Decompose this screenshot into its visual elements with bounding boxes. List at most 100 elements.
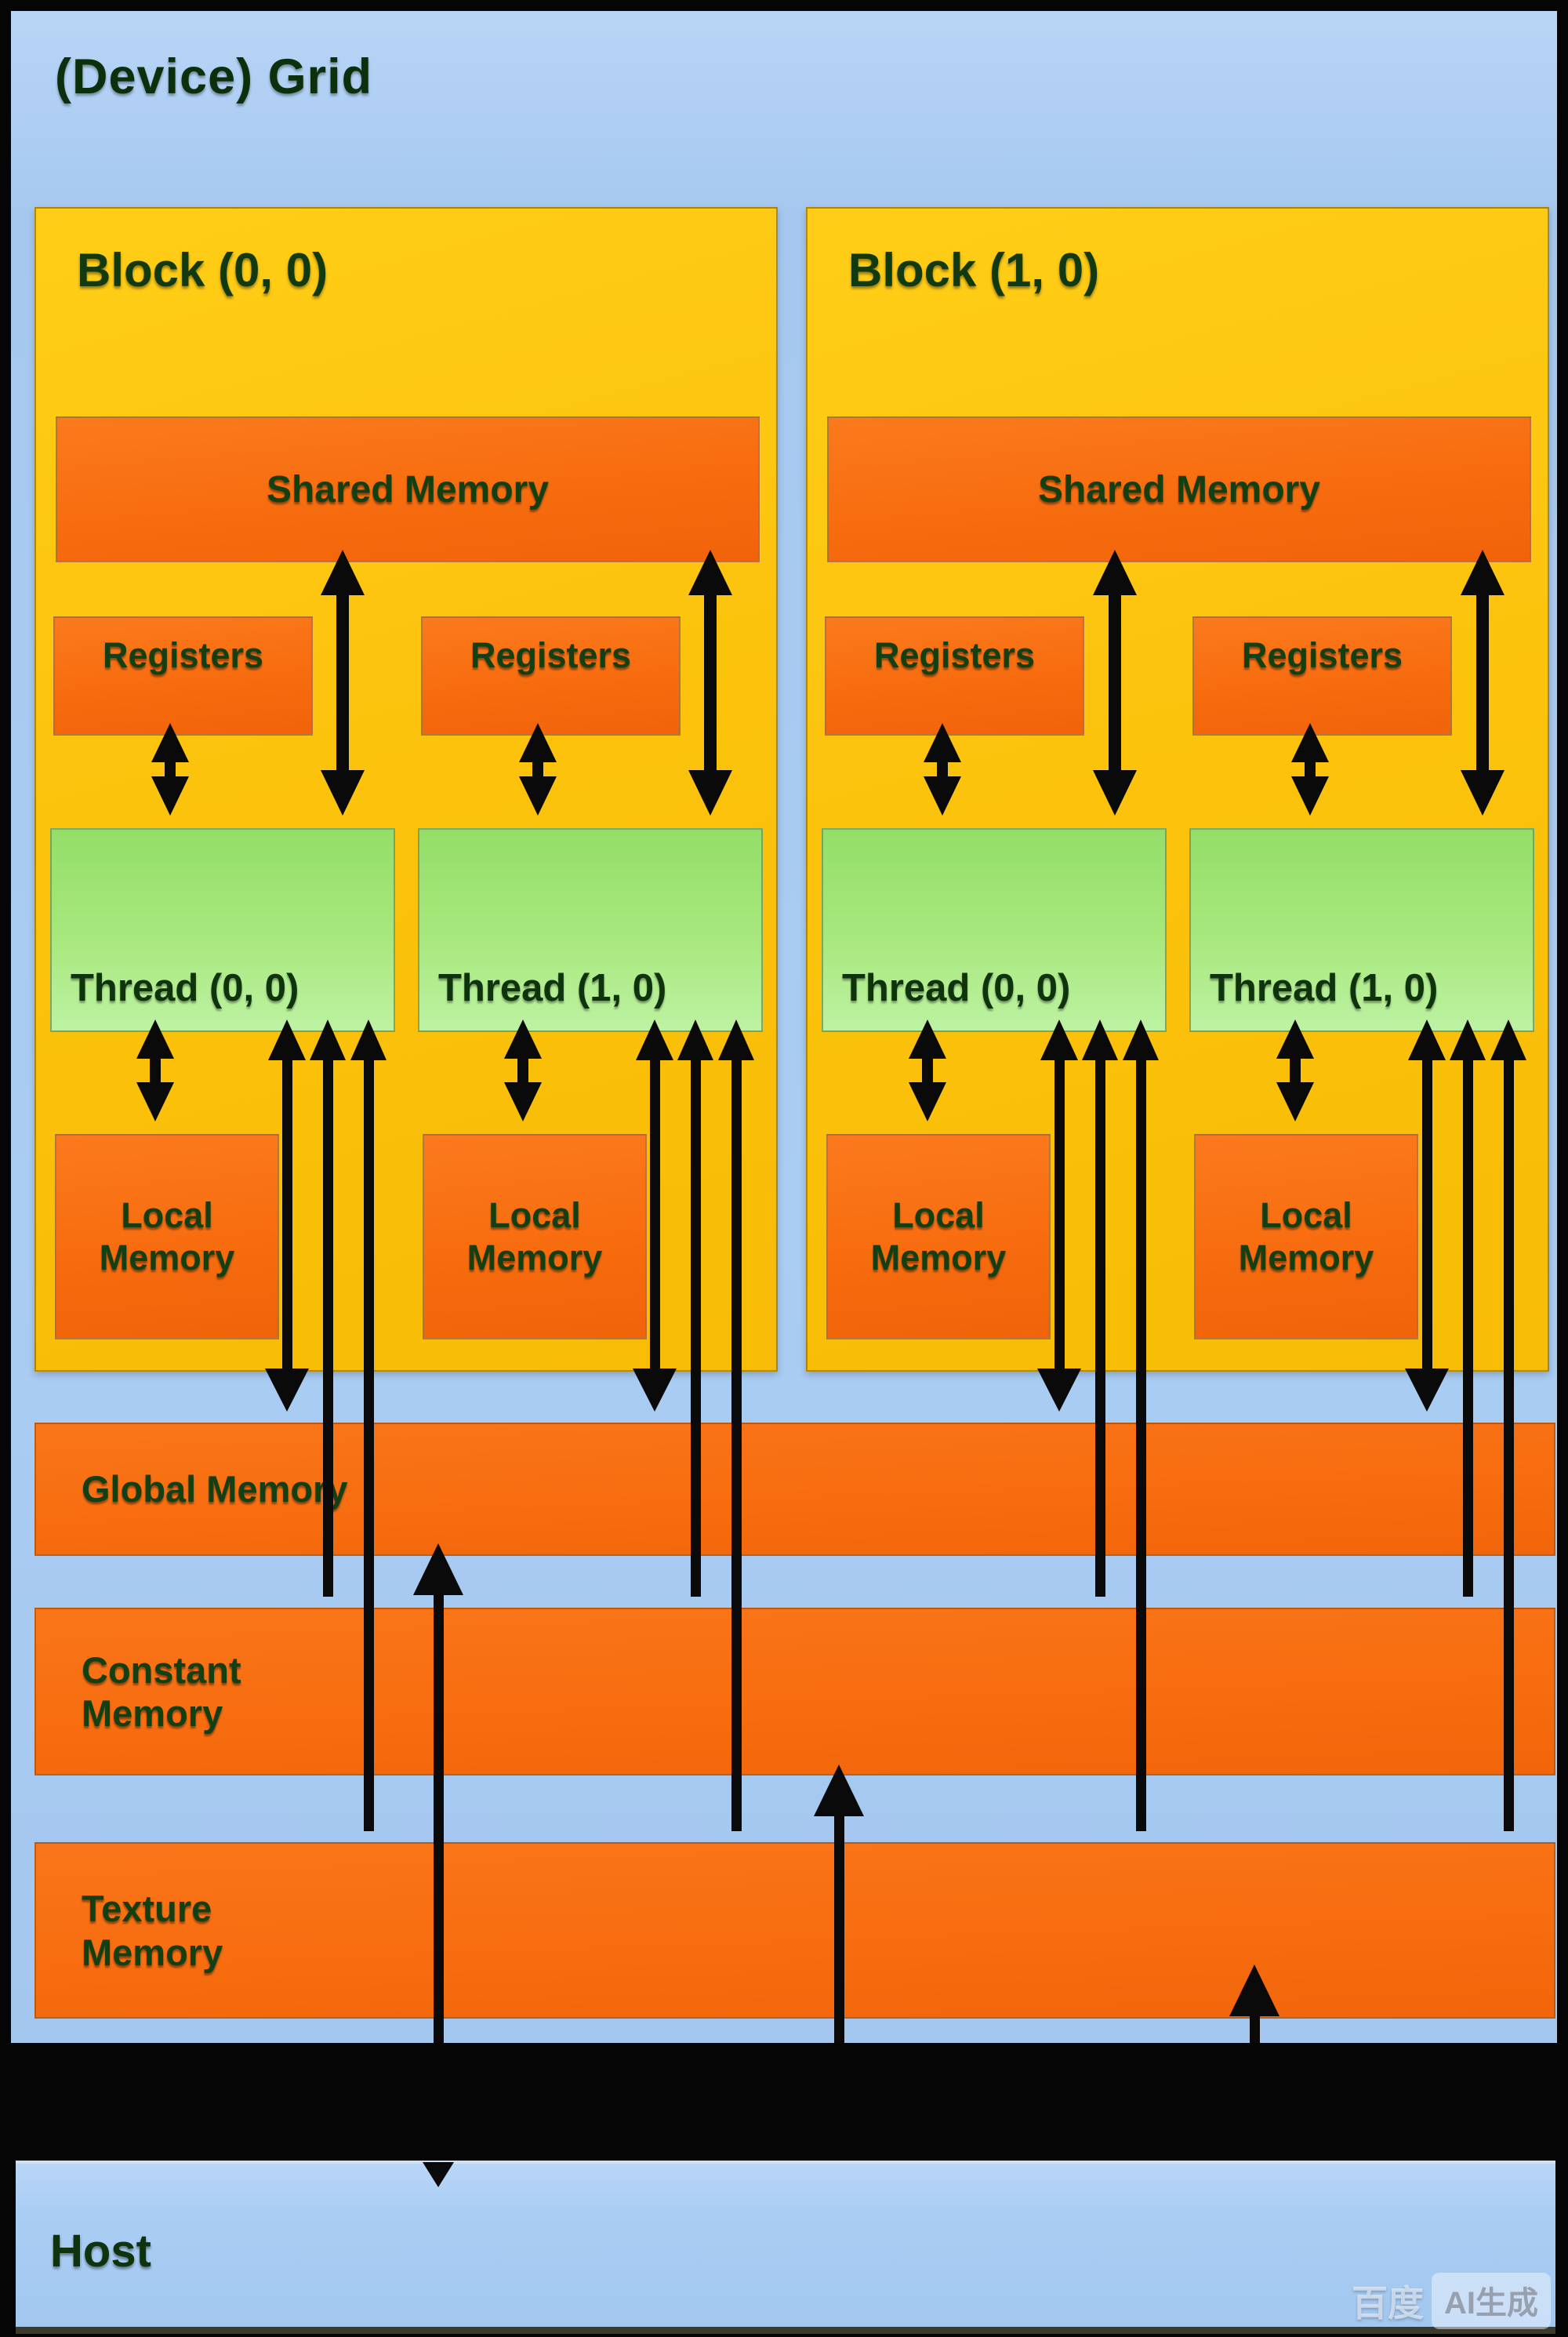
arrow-shared-thread-1-0-shaft: [1109, 591, 1121, 775]
arrow-registers-thread-0-0: [151, 723, 189, 816]
arrow-constant-thread-0-1: [677, 1019, 713, 1597]
arrow-host-constant: [814, 1765, 864, 2043]
arrow-thread-local-1-0-up-arrowhead-icon: [909, 1019, 946, 1059]
block-1-thread-0-local-memory: Local Memory: [826, 1134, 1051, 1339]
block-0-0-title: Block (0, 0): [77, 244, 328, 296]
arrow-shared-thread-0-0-shaft: [336, 591, 349, 775]
block-1-thread-0-registers: Registers: [825, 616, 1084, 736]
arrow-thread-global-0-0-up-arrowhead-icon: [268, 1019, 306, 1060]
arrow-registers-thread-1-0-shaft: [937, 758, 948, 781]
arrow-constant-thread-0-1-up-arrowhead-icon: [677, 1019, 713, 1060]
arrow-registers-thread-0-1-down-arrowhead-icon: [519, 776, 557, 816]
arrow-shared-thread-1-1-up-arrowhead-icon: [1461, 550, 1504, 595]
arrow-registers-thread-1-0-up-arrowhead-icon: [924, 723, 961, 762]
arrow-thread-local-1-1-shaft: [1290, 1054, 1301, 1087]
arrow-texture-thread-1-0: [1123, 1019, 1159, 1831]
block-1-0: Block (1, 0) Shared Memory Registers Reg…: [806, 207, 1549, 1372]
arrow-host-texture-shaft: [1249, 2012, 1260, 2043]
watermark-brand: 百度: [1352, 2283, 1424, 2324]
arrow-registers-thread-1-1-shaft: [1305, 758, 1316, 781]
arrow-thread-local-0-1-shaft: [517, 1054, 528, 1087]
block-0-shared-memory: Shared Memory: [56, 416, 760, 562]
arrow-thread-local-0-0-up-arrowhead-icon: [136, 1019, 174, 1059]
arrow-thread-local-1-1-up-arrowhead-icon: [1276, 1019, 1314, 1059]
arrow-shared-thread-0-0-down-arrowhead-icon: [321, 770, 365, 816]
arrow-texture-thread-1-1-up-arrowhead-icon: [1490, 1019, 1526, 1060]
arrow-shared-thread-1-1-down-arrowhead-icon: [1461, 770, 1504, 816]
local-memory-label: Local Memory: [1238, 1195, 1374, 1278]
local-memory-label: Local Memory: [466, 1195, 603, 1278]
arrow-thread-global-0-1: [633, 1019, 677, 1412]
arrow-shared-thread-0-1-up-arrowhead-icon: [688, 550, 732, 595]
arrow-thread-global-1-1-shaft: [1421, 1056, 1432, 1373]
arrow-texture-thread-0-0-shaft: [363, 1056, 374, 1831]
arrow-thread-local-0-0-shaft: [150, 1054, 161, 1087]
arrow-shared-thread-0-1-down-arrowhead-icon: [688, 770, 732, 816]
arrow-thread-local-1-0-down-arrowhead-icon: [909, 1082, 946, 1121]
arrow-thread-local-0-1-up-arrowhead-icon: [504, 1019, 542, 1059]
arrow-shared-thread-0-1: [688, 550, 732, 816]
watermark-ai-badge: AI生成: [1432, 2273, 1551, 2329]
local-memory-label: Local Memory: [99, 1195, 235, 1278]
arrow-thread-local-0-0: [136, 1019, 174, 1121]
arrow-constant-thread-0-0: [310, 1019, 346, 1597]
arrow-thread-global-1-0-up-arrowhead-icon: [1040, 1019, 1078, 1060]
arrow-constant-thread-0-0-shaft: [322, 1056, 333, 1597]
block-0-thread-1-local-memory: Local Memory: [423, 1134, 647, 1339]
arrow-registers-thread-0-1-up-arrowhead-icon: [519, 723, 557, 762]
arrow-constant-thread-1-1-up-arrowhead-icon: [1450, 1019, 1486, 1060]
arrow-texture-thread-0-0: [350, 1019, 387, 1831]
block-0-thread-1-registers: Registers: [421, 616, 681, 736]
arrow-registers-thread-0-0-down-arrowhead-icon: [151, 776, 189, 816]
arrow-thread-local-1-0-shaft: [922, 1054, 933, 1087]
arrow-host-constant-up-arrowhead-icon: [814, 1765, 864, 1816]
block-0-thread-1: Thread (1, 0): [418, 828, 763, 1032]
arrow-host-texture: [1229, 1964, 1279, 2043]
arrow-texture-thread-1-1-shaft: [1503, 1056, 1514, 1831]
arrow-thread-local-0-0-down-arrowhead-icon: [136, 1082, 174, 1121]
arrow-constant-thread-1-0: [1082, 1019, 1118, 1597]
arrow-thread-global-1-1-down-arrowhead-icon: [1405, 1368, 1449, 1412]
arrow-shared-thread-0-0-up-arrowhead-icon: [321, 550, 365, 595]
arrow-registers-thread-0-1-shaft: [532, 758, 543, 781]
block-0-thread-0: Thread (0, 0): [50, 828, 395, 1032]
arrow-texture-thread-0-1: [718, 1019, 754, 1831]
host-label: Host: [50, 2226, 151, 2277]
arrow-thread-global-0-0-shaft: [281, 1056, 292, 1373]
watermark: 百度 AI生成: [1352, 2273, 1551, 2329]
arrow-thread-local-1-1-down-arrowhead-icon: [1276, 1082, 1314, 1121]
arrow-constant-thread-0-1-shaft: [690, 1056, 701, 1597]
arrow-host-global-shaft: [433, 1590, 444, 2043]
arrow-host-global: [413, 1543, 463, 2043]
arrow-host-global-up-arrowhead-icon: [413, 1543, 463, 1595]
block-0-thread-0-local-memory: Local Memory: [55, 1134, 279, 1339]
arrow-constant-thread-1-1-shaft: [1462, 1056, 1473, 1597]
arrow-constant-thread-1-0-up-arrowhead-icon: [1082, 1019, 1118, 1060]
arrow-constant-thread-0-0-up-arrowhead-icon: [310, 1019, 346, 1060]
arrow-thread-local-0-1: [504, 1019, 542, 1121]
block-1-thread-1-registers: Registers: [1192, 616, 1452, 736]
host-box: Host: [16, 2161, 1555, 2334]
arrow-thread-global-0-1-down-arrowhead-icon: [633, 1368, 677, 1412]
arrow-thread-local-1-1: [1276, 1019, 1314, 1121]
arrow-thread-global-0-1-up-arrowhead-icon: [636, 1019, 673, 1060]
arrow-thread-local-0-1-down-arrowhead-icon: [504, 1082, 542, 1121]
arrow-shared-thread-1-1: [1461, 550, 1504, 816]
arrow-shared-thread-1-0-up-arrowhead-icon: [1093, 550, 1137, 595]
arrow-thread-global-1-1-up-arrowhead-icon: [1408, 1019, 1446, 1060]
texture-memory-label: Texture Memory: [82, 1888, 223, 1973]
arrow-thread-global-0-0: [265, 1019, 309, 1412]
arrow-texture-thread-0-1-shaft: [731, 1056, 742, 1831]
device-grid-canvas: (Device) Grid Block (0, 0) Shared Memory…: [11, 11, 1557, 2043]
block-1-thread-1-local-memory: Local Memory: [1194, 1134, 1418, 1339]
arrow-texture-thread-1-1: [1490, 1019, 1526, 1831]
device-grid-title: (Device) Grid: [55, 49, 373, 104]
arrow-shared-thread-1-0: [1093, 550, 1137, 816]
global-memory-bar: Global Memory: [34, 1423, 1555, 1556]
arrow-constant-thread-1-1: [1450, 1019, 1486, 1597]
arrow-shared-thread-1-0-down-arrowhead-icon: [1093, 770, 1137, 816]
arrow-registers-thread-1-0: [924, 723, 961, 816]
arrow-thread-global-1-1: [1405, 1019, 1449, 1412]
arrow-texture-thread-0-1-up-arrowhead-icon: [718, 1019, 754, 1060]
